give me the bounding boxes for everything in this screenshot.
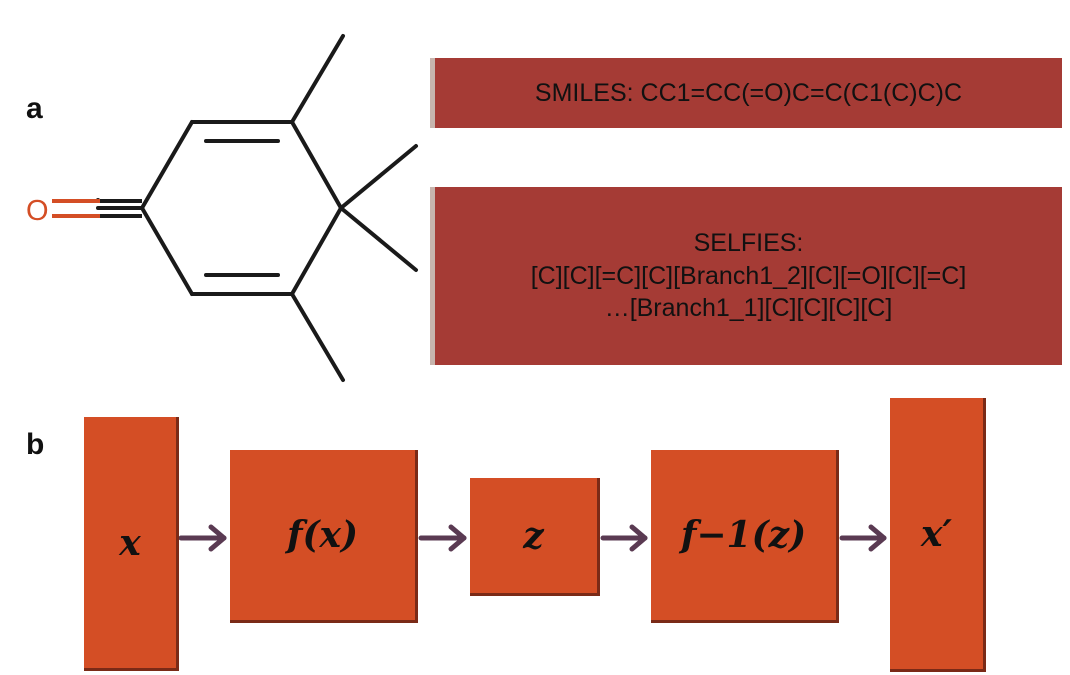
oxygen-atom-label: O: [26, 195, 49, 227]
methyl-bond: [339, 206, 418, 272]
selfies-box: SELFIES: [C][C][=C][C][Branch1_2][C][=O]…: [430, 187, 1062, 365]
smiles-box: SMILES: CC1=CC(=O)C=C(C1(C)C)C: [430, 58, 1062, 128]
encoder-node-fx: f(x): [230, 450, 418, 623]
decoder-node-finv-z: f−1(z): [651, 450, 839, 623]
output-node-x-prime: x′: [890, 398, 986, 672]
node-label: x: [119, 521, 141, 564]
arrow-icon: [178, 524, 227, 552]
methyl-bond: [290, 34, 345, 124]
panel-label-b: b: [26, 428, 45, 461]
ring-bond: [140, 120, 194, 210]
latent-node-z: z: [470, 478, 600, 596]
node-label: f−1(z): [680, 514, 807, 556]
arrow-icon: [418, 524, 467, 552]
methyl-bond: [339, 144, 418, 210]
input-node-x: x: [84, 417, 179, 671]
selfies-line-2: …[Branch1_1][C][C][C][C]: [604, 294, 893, 323]
arrow-icon: [600, 524, 648, 552]
panel-label-a: a: [26, 92, 43, 125]
ring-bond: [290, 120, 343, 210]
smiles-text: SMILES: CC1=CC(=O)C=C(C1(C)C)C: [534, 78, 963, 107]
node-label: z: [523, 514, 544, 557]
node-label: f(x): [286, 514, 358, 556]
node-label: x′: [921, 512, 952, 555]
ring-bond: [140, 206, 194, 296]
arrow-icon: [839, 524, 887, 552]
ring-bond: [290, 206, 343, 296]
selfies-title: SELFIES:: [693, 229, 804, 258]
selfies-line-1: [C][C][=C][C][Branch1_2][C][=O][C][=C]: [530, 261, 967, 290]
methyl-bond: [290, 292, 345, 382]
